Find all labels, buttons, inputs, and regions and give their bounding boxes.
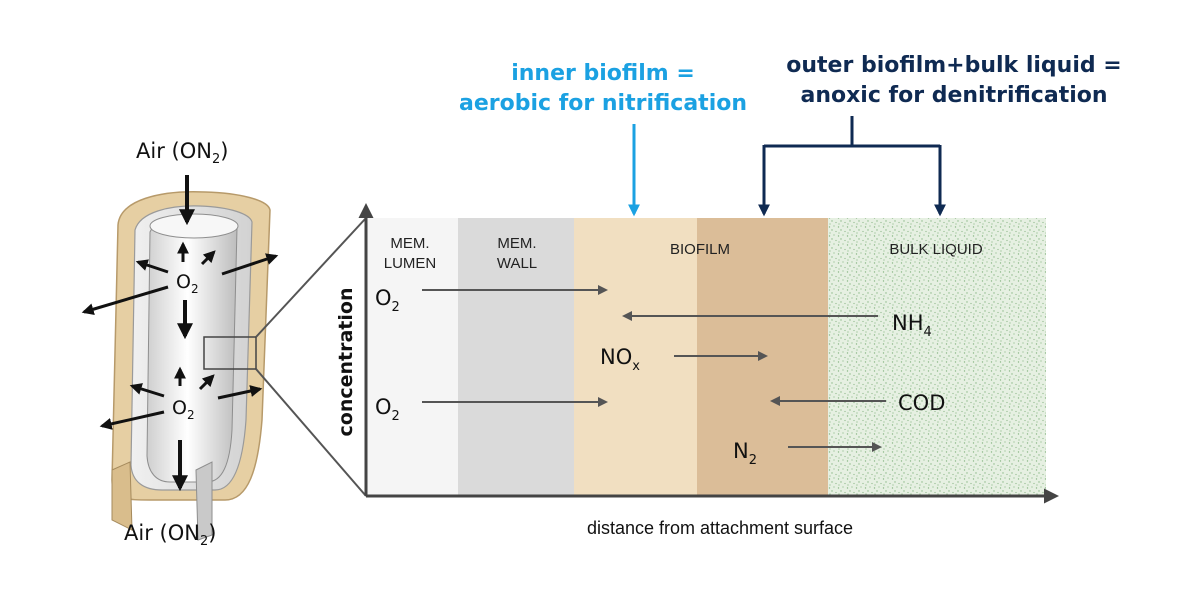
tube-lower-cut — [111, 461, 133, 531]
lumen-label-1: MEM. — [390, 235, 429, 252]
o2-right-arrow-1 — [221, 253, 279, 276]
zoom-line-bottom — [255, 368, 367, 497]
bulk-liquid-label: BULK LIQUID — [889, 241, 983, 258]
species-n2: N2 — [733, 439, 757, 468]
species-nh4: NH4 — [892, 311, 932, 340]
o2-left-arrow-1 — [135, 259, 169, 274]
wall-label-2: WALL — [497, 255, 537, 272]
x-axis-label: distance from attachment surface — [587, 518, 853, 538]
outer-biofilm-bracket — [758, 116, 946, 217]
y-axis-label: concentration — [335, 288, 357, 437]
zone-lumen — [366, 218, 458, 496]
zone-bulk-liquid — [828, 218, 1046, 496]
o2-left-arrow-2 — [129, 383, 165, 398]
o2-diag-arrow-2 — [198, 374, 215, 391]
o2-right-arrow-2 — [217, 385, 263, 400]
tube-o2-lower: O2 — [172, 397, 195, 422]
outer-biofilm-annotation-1: outer biofilm+bulk liquid = — [786, 53, 1121, 78]
tube-opening — [149, 213, 239, 239]
tube-o2-upper: O2 — [176, 271, 199, 296]
species-o2-lower: O2 — [375, 395, 400, 424]
wall-label-1: MEM. — [497, 235, 536, 252]
zone-wall — [458, 218, 574, 496]
tube-lumen — [146, 214, 238, 483]
zoom-box — [203, 336, 257, 370]
biofilm-label: BIOFILM — [670, 241, 730, 258]
species-o2-upper: O2 — [375, 286, 400, 315]
hollow-fiber-membrane: Air (ON2) Air (ON2) O2 O2 — [81, 139, 279, 549]
air-in-label: Air (ON2) — [136, 139, 228, 167]
zone-panel — [366, 218, 1046, 496]
o2-far-left-arrow-1 — [81, 285, 169, 316]
species-cod: COD — [898, 391, 945, 415]
o2-diag-arrow-1 — [200, 250, 216, 266]
lumen-label-2: LUMEN — [384, 255, 437, 272]
inner-biofilm-annotation-1: inner biofilm = — [511, 61, 695, 86]
zoom-line-top — [255, 217, 367, 338]
air-out-label: Air (ON2) — [124, 521, 216, 549]
species-nox: NOx — [600, 345, 640, 374]
o2-far-left-arrow-2 — [99, 410, 165, 430]
inner-biofilm-annotation-2: aerobic for nitrification — [459, 91, 747, 116]
tube-lower-wall — [195, 461, 213, 541]
outer-biofilm-annotation-2: anoxic for denitrification — [800, 83, 1107, 108]
